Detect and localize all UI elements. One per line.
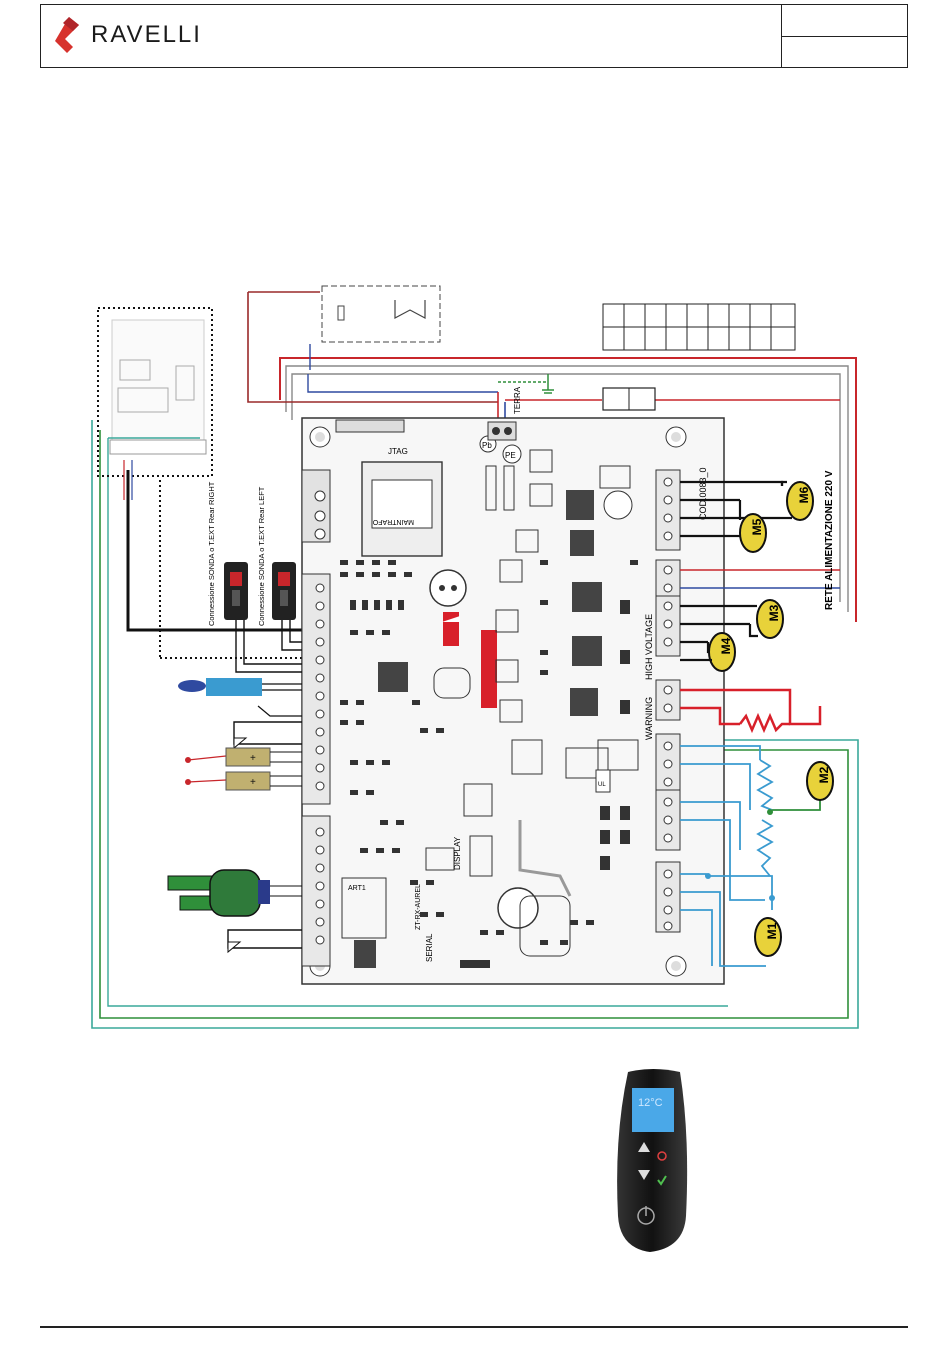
warning-label: WARNING: [644, 697, 654, 740]
jtag-label: JTAG: [388, 447, 408, 456]
motor-m4: M4: [709, 633, 735, 671]
art-label: ART1: [348, 885, 366, 892]
pb-label: Pb: [482, 441, 492, 450]
terminal-table: [603, 304, 795, 350]
motor-m5: M5: [740, 514, 766, 552]
display-label: DISPLAY: [453, 836, 462, 870]
earth-icon: [542, 374, 554, 393]
svg-text:M1: M1: [765, 922, 779, 939]
thermocouple-2: +: [185, 772, 302, 790]
svg-text:+: +: [250, 777, 256, 788]
maintrafo-label: MAINTRAFO: [372, 518, 414, 525]
pe-label: PE: [505, 451, 516, 460]
motor-m6: M6: [787, 482, 813, 520]
safety-thermostat: [322, 286, 440, 342]
board-code-label: COD.0083_0: [698, 467, 708, 520]
ul-label: UL: [598, 782, 606, 788]
probe-right-label: Connessione SONDA o T.EXT Rear RIGHT: [207, 481, 216, 626]
probe-left-label: Connessione SONDA o T.EXT Rear LEFT: [257, 486, 266, 626]
rx-label: ZT-RX-AUREL: [415, 884, 422, 930]
motor-m2: M2: [807, 762, 833, 800]
room-probe: [178, 678, 302, 696]
remote-control: 12°C: [610, 1066, 696, 1256]
mains-label: RETE ALIMENTAZIONE 220 V: [824, 470, 835, 610]
motor-m3: M3: [757, 600, 783, 638]
motor-m1: M1: [755, 918, 781, 956]
red-jumper-2: [481, 630, 497, 708]
high-voltage-label: HIGH VOLTAGE: [644, 614, 654, 680]
svg-text:M3: M3: [767, 604, 781, 621]
control-board: JTAG MAINTRAFO COD.0083_0 HIGH VOLTAGE W…: [302, 418, 724, 984]
svg-text:M4: M4: [719, 637, 733, 654]
red-jumper-1: [443, 612, 459, 646]
svg-text:M2: M2: [817, 766, 831, 783]
footer-rule: [40, 1326, 908, 1328]
remote-temperature: 12°C: [638, 1097, 663, 1109]
earth-label: TERRA: [513, 386, 522, 414]
serial-label: SERIAL: [425, 933, 434, 962]
probe-connector-right: [224, 562, 248, 620]
svg-text:M5: M5: [750, 518, 764, 535]
remote-display: [632, 1088, 674, 1132]
svg-text:M6: M6: [797, 486, 811, 503]
svg-text:+: +: [250, 753, 256, 764]
thermocouple-coils: [758, 760, 772, 876]
probe-connector-left: [272, 562, 296, 620]
pressure-switch: [168, 870, 302, 916]
thermocouple-1: +: [185, 748, 302, 766]
